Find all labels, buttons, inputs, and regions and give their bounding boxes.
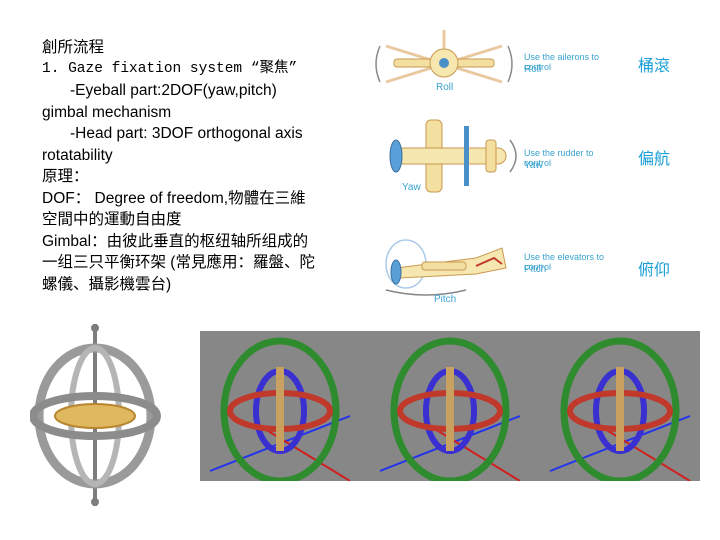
gimbal-line-3: 螺儀、攝影機雲台) xyxy=(42,275,172,293)
roll-illustration: Use the ailerons to control Roll Roll xyxy=(366,26,606,104)
yaw-name-under: Yaw xyxy=(402,182,421,193)
label-pitch: 俯仰 xyxy=(638,260,671,279)
eyeball-line-cont: gimbal mechanism xyxy=(42,103,172,121)
description-text: 創所流程 1. Gaze fixation system “聚焦” -Eyeba… xyxy=(42,37,362,295)
gimbal-frame-3 xyxy=(549,337,691,485)
gimbal-line-2: 一组三只平衡环架 (常見應用：羅盤、陀 xyxy=(42,254,315,271)
roll-caption: Use the ailerons to control xyxy=(524,52,600,72)
yaw-name-caption: Yaw xyxy=(524,160,543,171)
principle-line: 原理： xyxy=(42,168,89,185)
roll-plane-icon xyxy=(375,30,513,84)
eyeball-line: -Eyeball part:2DOF(yaw,pitch) xyxy=(70,82,277,99)
roll-name-caption: Roll xyxy=(524,64,542,75)
yaw-illustration: Use the rudder to control Yaw Yaw xyxy=(366,118,606,196)
pitch-plane-icon xyxy=(385,239,507,296)
gimbal-frame-2 xyxy=(379,337,521,485)
head-line: -Head part: 3DOF orthogonal axis xyxy=(70,125,303,142)
gyroscope-icon xyxy=(29,324,161,506)
gimbal-frames-svg xyxy=(209,337,691,485)
label-yaw: 偏航 xyxy=(638,149,671,168)
head-line-cont: rotatability xyxy=(42,146,113,164)
gimbal-frames xyxy=(200,331,700,485)
gimbal-line-1: Gimbal：由彼此垂直的枢纽轴所组成的 xyxy=(42,232,309,250)
gimbal-frame-1 xyxy=(209,337,351,485)
yaw-plane-icon xyxy=(389,119,517,193)
yaw-caption: Use the rudder to control xyxy=(524,148,594,168)
heading: 創所流程 xyxy=(42,39,105,56)
pitch-name-under: Pitch xyxy=(434,294,457,305)
dof-line: DOF： Degree of freedom,物體在三維 xyxy=(42,189,306,207)
label-roll: 桶滾 xyxy=(638,56,671,75)
gaze-fixation-item: 1. Gaze fixation system “聚焦” xyxy=(42,60,298,77)
pitch-illustration: Use the elevators to control Pitch Pitch xyxy=(366,228,606,306)
pitch-name-caption: Pitch xyxy=(524,264,547,275)
roll-name-under: Roll xyxy=(436,82,454,93)
dof-line-cont: 空間中的運動自由度 xyxy=(42,211,182,228)
gyroscope-image xyxy=(29,320,170,515)
pitch-caption: Use the elevators to control xyxy=(524,252,605,272)
